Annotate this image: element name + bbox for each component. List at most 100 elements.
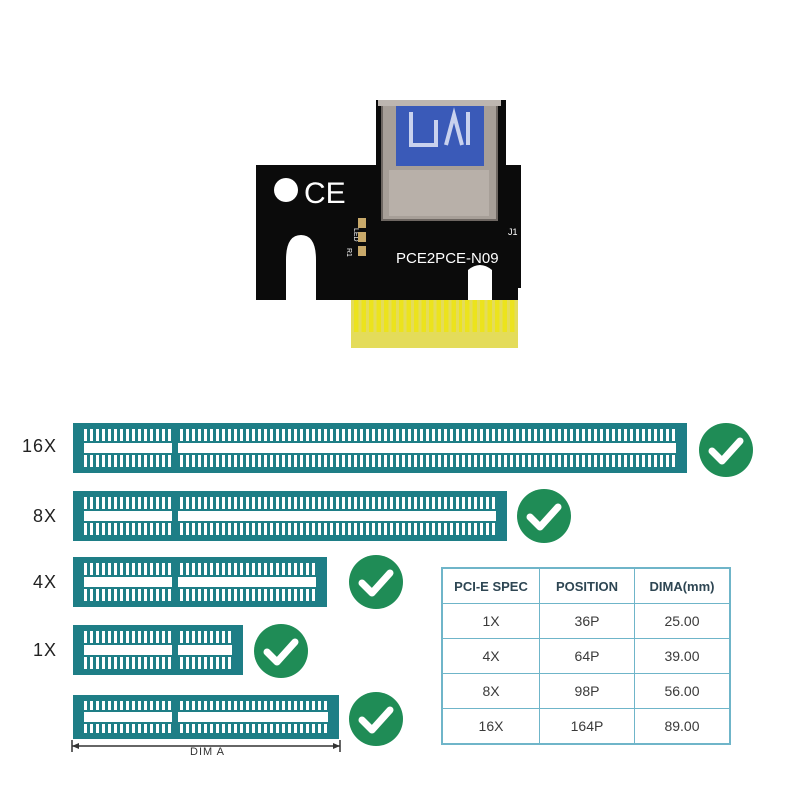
slot-pin xyxy=(162,589,165,601)
slot-pin xyxy=(144,563,147,575)
slot-pin xyxy=(216,563,219,575)
slot-pin xyxy=(186,657,189,669)
slot-pin xyxy=(120,589,123,601)
slot-pin xyxy=(402,523,405,535)
gold-finger xyxy=(465,300,470,332)
dimension-label: DIM A xyxy=(190,746,225,758)
slot-pin xyxy=(270,724,273,733)
slot-pin xyxy=(126,563,129,575)
slot-pin xyxy=(276,589,279,601)
slot-pin xyxy=(264,497,267,509)
slot-pin xyxy=(84,429,87,441)
slot-pin xyxy=(576,455,579,467)
slot-pin xyxy=(582,429,585,441)
slot-pin xyxy=(306,724,309,733)
slot-pin xyxy=(492,523,495,535)
slot-pin xyxy=(312,429,315,441)
pcie-slot-1x xyxy=(73,625,243,675)
slot-pin xyxy=(348,497,351,509)
slot-pin xyxy=(402,429,405,441)
slot-pin xyxy=(276,701,279,710)
slot-pin xyxy=(222,631,225,643)
slot-pin xyxy=(90,497,93,509)
slot-pin xyxy=(132,589,135,601)
slot-pin xyxy=(234,497,237,509)
slot-pin xyxy=(222,701,225,710)
slot-pin xyxy=(252,497,255,509)
led-component xyxy=(358,218,366,228)
slot-pin xyxy=(144,455,147,467)
slot-pin xyxy=(84,523,87,535)
slot-pin xyxy=(294,589,297,601)
slot-pin xyxy=(288,724,291,733)
slot-pin xyxy=(90,631,93,643)
slot-pin xyxy=(222,724,225,733)
slot-pin xyxy=(138,563,141,575)
slot-pin xyxy=(558,455,561,467)
slot-channel xyxy=(84,511,496,521)
slot-pin xyxy=(234,523,237,535)
table-row: 16X 164P 89.00 xyxy=(441,708,731,745)
slot-pin xyxy=(252,523,255,535)
slot-pin xyxy=(96,701,99,710)
slot-pin xyxy=(156,701,159,710)
slot-pin xyxy=(300,429,303,441)
table-cell: 98P xyxy=(539,673,635,709)
slot-pin xyxy=(264,429,267,441)
slot-pin xyxy=(96,724,99,733)
slot-pin xyxy=(96,523,99,535)
slot-pin xyxy=(168,455,171,467)
slot-pin xyxy=(156,657,159,669)
slot-pin xyxy=(156,724,159,733)
slot-pin xyxy=(228,523,231,535)
slot-pin xyxy=(480,455,483,467)
slot-pin xyxy=(102,657,105,669)
usb-port-top-lip xyxy=(378,100,501,106)
slot-pin xyxy=(456,455,459,467)
slot-pin xyxy=(132,657,135,669)
slot-pin xyxy=(180,657,183,669)
slot-pin xyxy=(492,455,495,467)
slot-pin xyxy=(456,429,459,441)
slot-pin xyxy=(312,701,315,710)
slot-pin xyxy=(372,497,375,509)
slot-pin xyxy=(132,631,135,643)
table-cell: 8X xyxy=(441,673,540,709)
slot-pin xyxy=(438,455,441,467)
slot-pin xyxy=(108,497,111,509)
slot-pin xyxy=(150,701,153,710)
slot-pin xyxy=(408,429,411,441)
slot-pin xyxy=(246,497,249,509)
slot-pin xyxy=(312,563,315,575)
slot-pin xyxy=(222,429,225,441)
table-cell: 56.00 xyxy=(634,673,731,709)
slot-pin xyxy=(108,631,111,643)
slot-pin xyxy=(336,429,339,441)
slot-pin xyxy=(126,497,129,509)
gold-finger xyxy=(459,300,464,332)
slot-pin xyxy=(642,429,645,441)
slot-pin xyxy=(156,455,159,467)
slot-pin xyxy=(162,631,165,643)
slot-pin xyxy=(150,631,153,643)
slot-pin xyxy=(126,657,129,669)
slot-pin xyxy=(216,497,219,509)
slot-pin xyxy=(594,455,597,467)
slot-pin xyxy=(390,455,393,467)
gold-finger xyxy=(472,300,477,332)
slot-pin xyxy=(342,455,345,467)
slot-pin xyxy=(444,523,447,535)
slot-pin xyxy=(360,523,363,535)
slot-pin xyxy=(132,563,135,575)
slot-pin xyxy=(144,631,147,643)
slot-pin xyxy=(270,497,273,509)
slot-pin xyxy=(660,455,663,467)
slot-pin xyxy=(300,724,303,733)
slot-pin xyxy=(126,589,129,601)
slot-pin xyxy=(618,429,621,441)
slot-pin xyxy=(102,563,105,575)
slot-pin xyxy=(132,523,135,535)
slot-pin xyxy=(330,497,333,509)
slot-key xyxy=(172,442,178,454)
gold-finger xyxy=(369,300,374,332)
